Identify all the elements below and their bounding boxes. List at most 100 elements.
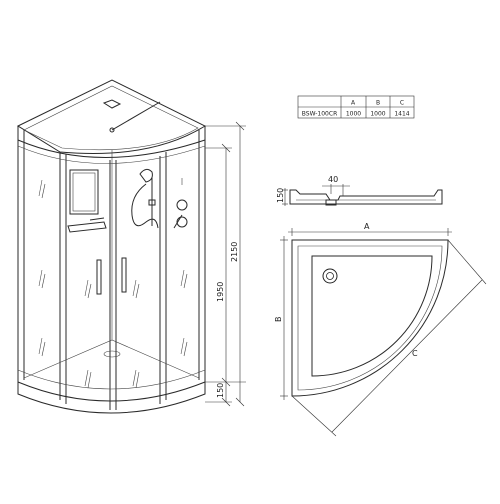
texture-dot <box>381 274 386 279</box>
texture-dot <box>326 336 331 341</box>
texture-dot <box>317 286 322 290</box>
texture-dot <box>320 358 325 363</box>
texture-dot <box>387 308 392 313</box>
texture-dot <box>326 314 331 318</box>
value-c-cell: 1414 <box>394 111 409 118</box>
texture-dot <box>368 319 373 324</box>
texture-dot <box>317 274 322 279</box>
mixer-knob-bottom <box>176 216 188 228</box>
glass-height-label: 1950 <box>216 282 225 302</box>
texture-dot <box>336 330 341 335</box>
cabin-roof <box>16 79 207 154</box>
tray-front-skirt <box>17 382 206 414</box>
texture-dot <box>346 302 350 307</box>
texture-dot <box>358 336 363 341</box>
texture-dot <box>339 258 344 262</box>
texture-dot <box>349 330 354 335</box>
texture-dot <box>342 286 347 290</box>
texture-dot <box>403 280 408 285</box>
texture-dot <box>387 297 392 302</box>
texture-dot <box>368 297 373 302</box>
texture-dot <box>330 319 334 324</box>
floor-texture-dots <box>314 258 424 369</box>
mirror <box>69 169 99 215</box>
texture-dot <box>384 302 389 307</box>
texture-dot <box>381 263 386 268</box>
shower-hose <box>131 183 159 229</box>
texture-dot <box>378 325 382 330</box>
texture-dot <box>336 342 341 346</box>
texture-dot <box>387 330 392 335</box>
texture-dot <box>406 263 411 268</box>
texture-dot <box>362 330 366 335</box>
texture-dot <box>368 342 373 346</box>
mirror-inner <box>72 172 96 212</box>
texture-dot <box>336 297 341 302</box>
model-cell: BSW-100CR <box>302 111 337 118</box>
texture-dot <box>339 347 344 352</box>
texture-dot <box>330 308 334 313</box>
texture-dot <box>330 286 334 290</box>
texture-dot <box>314 325 318 330</box>
texture-dot <box>333 314 338 318</box>
texture-dot <box>336 263 341 268</box>
texture-dot <box>355 286 360 290</box>
texture-dot <box>368 308 373 313</box>
side-a-label: A <box>364 222 370 231</box>
texture-dot <box>323 297 328 302</box>
texture-dot <box>394 286 398 290</box>
texture-dot <box>355 308 360 313</box>
texture-dot <box>374 330 379 335</box>
texture-dot <box>400 274 405 279</box>
texture-dot <box>317 342 322 346</box>
spec-table: A B C BSW-100CR 1000 1000 1414 <box>297 95 415 119</box>
texture-dot <box>365 314 370 318</box>
texture-dot <box>387 263 392 268</box>
value-a-cell: 1000 <box>346 111 361 118</box>
texture-dot <box>333 358 338 363</box>
texture-dot <box>342 342 347 346</box>
texture-dot <box>339 302 344 307</box>
texture-dot <box>326 358 331 363</box>
texture-dot <box>365 325 370 330</box>
diagonal-c-label: C <box>412 349 418 358</box>
texture-dot <box>403 258 408 262</box>
texture-dot <box>317 297 322 302</box>
texture-dot <box>323 319 328 324</box>
texture-dot <box>365 336 370 341</box>
texture-dot <box>314 358 318 363</box>
texture-dot <box>358 325 363 330</box>
texture-dot <box>365 302 370 307</box>
texture-dot <box>400 286 405 290</box>
texture-dot <box>346 325 350 330</box>
texture-dot <box>374 263 379 268</box>
texture-dot <box>349 342 354 346</box>
texture-dot <box>326 291 331 296</box>
texture-dot <box>410 291 414 296</box>
texture-dot <box>410 302 414 307</box>
texture-dot <box>326 325 331 330</box>
texture-dot <box>378 302 382 307</box>
texture-dot <box>336 319 341 324</box>
cabin-dimension-lines <box>205 121 246 407</box>
texture-dot <box>346 358 350 363</box>
texture-dot <box>349 308 354 313</box>
texture-dot <box>323 353 328 358</box>
texture-dot <box>365 347 370 352</box>
texture-dot <box>362 297 366 302</box>
texture-dot <box>381 319 386 324</box>
texture-dot <box>320 314 325 318</box>
texture-dot <box>374 319 379 324</box>
drain-depth-label: 40 <box>328 175 338 184</box>
texture-dot <box>358 258 363 262</box>
texture-dot <box>330 342 334 346</box>
texture-dot <box>320 258 325 262</box>
texture-dot <box>384 314 389 318</box>
texture-dot <box>384 280 389 285</box>
texture-dot <box>362 263 366 268</box>
texture-dot <box>416 269 421 274</box>
texture-dot <box>390 314 395 318</box>
texture-dot <box>333 291 338 296</box>
texture-dot <box>384 258 389 262</box>
texture-dot <box>358 314 363 318</box>
